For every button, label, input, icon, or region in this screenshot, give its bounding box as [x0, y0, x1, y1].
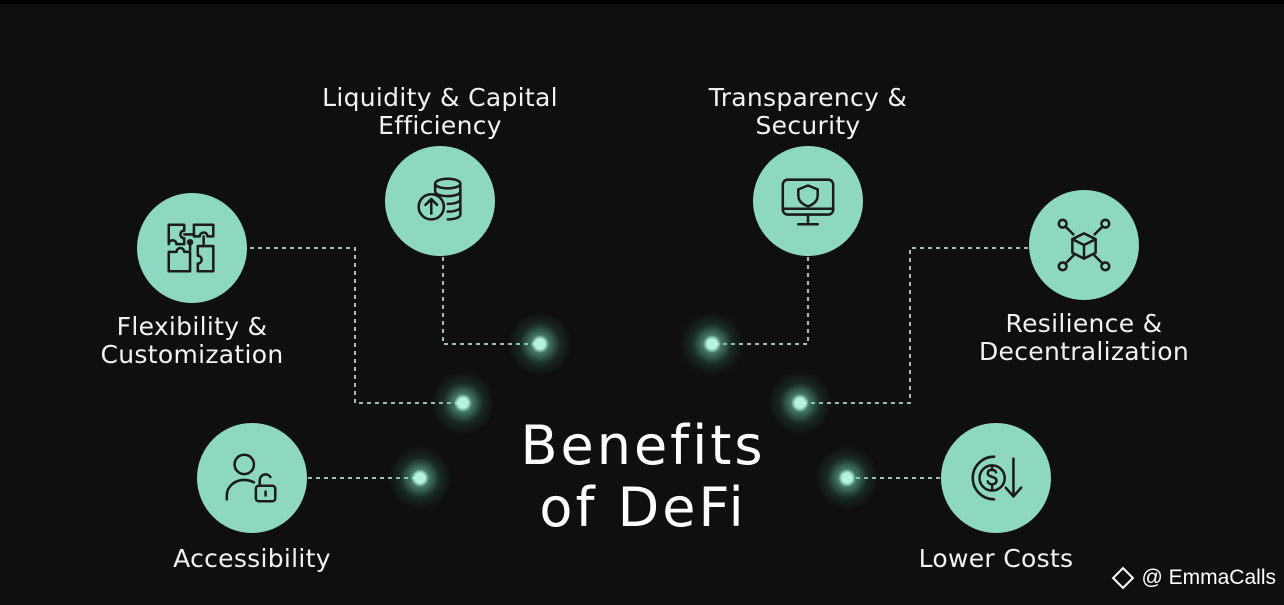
- label-accessibility: Accessibility: [173, 544, 331, 573]
- shield-monitor-icon: [781, 178, 835, 226]
- label-resilience: Resilience & Decentralization: [978, 309, 1190, 366]
- user-unlock-icon: [225, 453, 277, 503]
- watermark: @ EmmaCalls: [1112, 566, 1276, 590]
- coins-stack-icon: [417, 177, 462, 221]
- node-lower-costs: [941, 423, 1051, 533]
- watermark-text: @ EmmaCalls: [1141, 566, 1276, 589]
- glow-dot-liquidity: [508, 312, 572, 376]
- label-flexibility: Flexibility & Customization: [100, 312, 284, 369]
- node-transparency: [753, 146, 863, 256]
- title-line-2: of DeFi: [539, 476, 747, 539]
- network-cube-icon: [1057, 218, 1111, 272]
- puzzle-circuit-icon: [167, 223, 215, 273]
- glow-dot-lower-costs: [815, 446, 879, 510]
- label-liquidity: Liquidity & Capital Efficiency: [322, 83, 558, 140]
- node-flexibility: [137, 193, 247, 303]
- node-resilience: [1029, 190, 1139, 300]
- binance-diamond-icon: [1112, 566, 1135, 590]
- title-line-1: Benefits: [520, 414, 766, 477]
- glow-dot-transparency: [680, 312, 744, 376]
- node-liquidity: [385, 146, 495, 256]
- connector-resilience: [800, 247, 1028, 404]
- connector-flexibility: [250, 247, 463, 404]
- glow-dot-flexibility: [431, 371, 495, 435]
- node-accessibility: [197, 423, 307, 533]
- diagram-title: Benefits of DeFi: [433, 415, 853, 539]
- top-border: [0, 0, 1284, 4]
- glow-dot-accessibility: [388, 446, 452, 510]
- dollar-down-icon: [971, 455, 1023, 501]
- label-transparency: Transparency & Security: [708, 83, 908, 140]
- label-lower-costs: Lower Costs: [918, 544, 1074, 573]
- glow-dot-resilience: [768, 371, 832, 435]
